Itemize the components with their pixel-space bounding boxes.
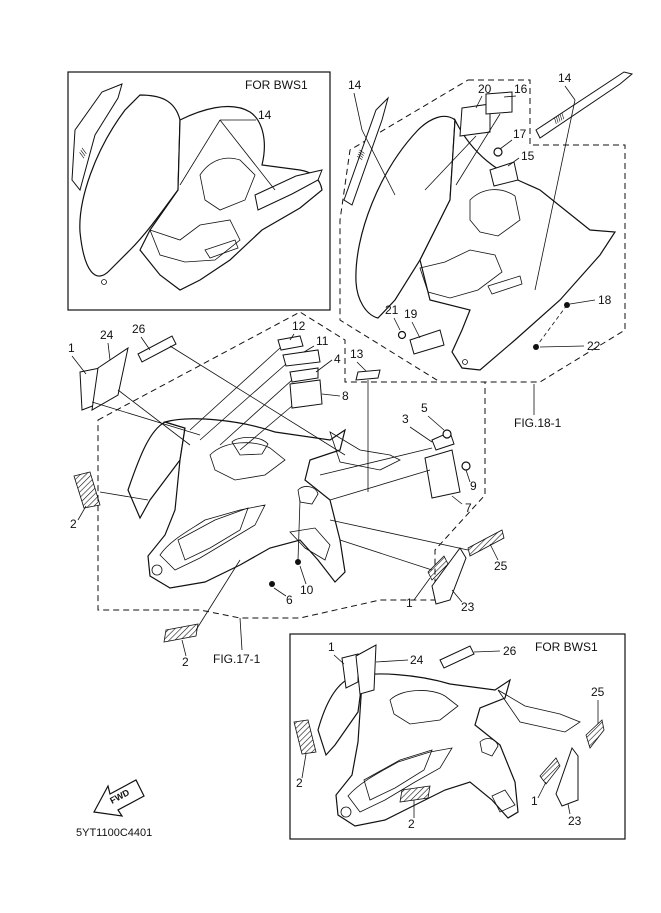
decal-16 (485, 91, 513, 115)
fig-17-1-label: FIG.17-1 (213, 652, 261, 666)
grommet-9 (461, 461, 471, 471)
diagram-code: 5YT1100C4401 (76, 827, 152, 839)
decal-26 (137, 335, 177, 363)
decal-11 (282, 349, 321, 367)
bws1-front-box (289, 633, 626, 840)
decal-15 (489, 161, 519, 187)
callout-16: 16 (514, 82, 528, 96)
callout-14: 14 (258, 108, 272, 122)
callout-7: 7 (465, 501, 472, 515)
callout-2: 2 (408, 817, 415, 831)
decal-26 (439, 645, 475, 669)
callout-21: 21 (385, 303, 399, 317)
callout-15: 15 (521, 149, 535, 163)
callout-2: 2 (182, 655, 189, 669)
callout-18: 18 (598, 293, 612, 307)
rear-fender-drawing (355, 115, 617, 371)
callout-10: 10 (300, 583, 314, 597)
callout-2: 2 (296, 776, 303, 790)
callout-23: 23 (568, 814, 582, 828)
decal-23 (431, 547, 467, 605)
front-fender-drawing (127, 418, 401, 589)
screw-21 (397, 330, 407, 340)
callout-2: 2 (70, 517, 77, 531)
callout-23: 23 (461, 600, 475, 614)
callout-5: 5 (421, 401, 428, 415)
callout-14: 14 (558, 71, 572, 85)
rivet-6 (269, 581, 275, 587)
callout-14: 14 (348, 78, 362, 92)
bws1-rear-box-title: FOR BWS1 (245, 78, 308, 92)
decal-23 (555, 746, 579, 807)
decal-14-left (343, 96, 389, 206)
callout-1: 1 (406, 596, 413, 610)
grommet-5 (442, 429, 452, 439)
decal-14-right (535, 71, 634, 139)
emblem-2-left (73, 471, 101, 509)
decal-12 (277, 335, 304, 351)
callout-20: 20 (478, 82, 492, 96)
callout-1: 1 (531, 794, 538, 808)
callout-1: 1 (328, 640, 335, 654)
callout-1: 1 (68, 341, 75, 355)
emblem-25 (467, 529, 505, 557)
bws1-rear-box (67, 71, 331, 311)
callout-11: 11 (316, 334, 329, 348)
decal-4 (289, 367, 319, 383)
callout-26: 26 (503, 644, 517, 658)
callout-24: 24 (100, 328, 114, 342)
decal-19 (409, 329, 445, 355)
callout-13: 13 (350, 347, 364, 361)
emblem-2-lower (163, 623, 199, 643)
callout-22: 22 (587, 339, 601, 353)
decal-13 (355, 369, 381, 381)
decal-1 (341, 653, 359, 689)
callout-9: 9 (470, 479, 477, 493)
rivet-10 (295, 559, 301, 565)
callout-6: 6 (286, 593, 293, 607)
decal-24 (355, 644, 377, 695)
callout-24: 24 (410, 653, 424, 667)
callout-25: 25 (591, 685, 605, 699)
decal-20 (459, 103, 491, 137)
decal-24 (91, 346, 129, 411)
front-fender-group-outline (97, 311, 486, 619)
callout-3: 3 (402, 412, 409, 426)
fig-18-1-label: FIG.18-1 (514, 416, 562, 430)
bws1-rear-fender-drawing: /// (71, 83, 323, 291)
decal-7 (424, 449, 461, 499)
rear-fender-group-outline (339, 79, 626, 383)
callout-25: 25 (494, 559, 508, 573)
emblem-2-left (293, 719, 317, 755)
callout-26: 26 (132, 322, 146, 336)
bws1-front-fender-drawing (317, 673, 581, 827)
callout-8: 8 (342, 389, 349, 403)
callout-12: 12 (292, 319, 306, 333)
emblem-2-lower (399, 785, 431, 803)
callout-19: 19 (404, 307, 418, 321)
emblem-25 (585, 719, 605, 749)
decal-8 (289, 379, 323, 409)
grommet-17 (493, 147, 503, 157)
bws1-front-box-title: FOR BWS1 (535, 640, 598, 654)
fwd-arrow-icon: FWD (93, 779, 145, 817)
callout-4: 4 (334, 352, 341, 366)
svg-text:////: //// (355, 149, 367, 161)
emblem-1-right (539, 757, 561, 785)
callout-17: 17 (513, 127, 527, 141)
